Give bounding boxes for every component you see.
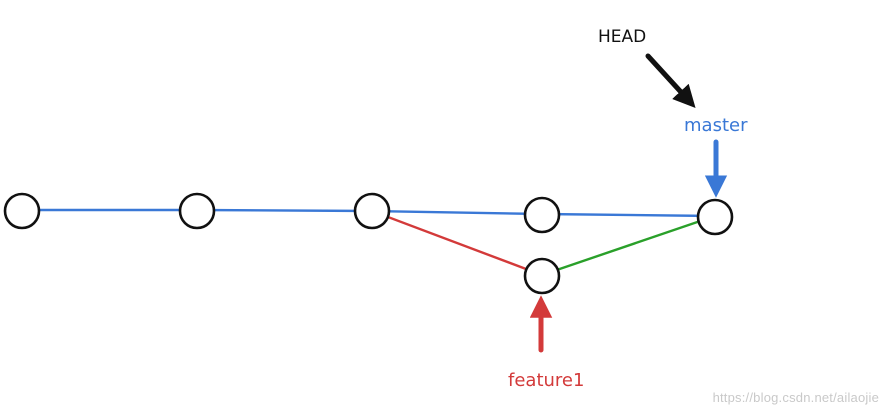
merge-line <box>540 214 717 277</box>
watermark: https://blog.csdn.net/ailaojie <box>712 390 879 405</box>
merge-commit-node <box>696 198 734 236</box>
head-arrow <box>645 53 696 108</box>
commit-node <box>3 192 41 230</box>
feature-commit-node <box>523 257 561 295</box>
commit-node <box>178 192 216 230</box>
commit-node <box>523 196 561 234</box>
feature-branch-line <box>370 209 544 277</box>
head-label: HEAD <box>598 27 646 47</box>
master-label: master <box>684 115 748 136</box>
commit-node <box>353 192 391 230</box>
feature-label: feature1 <box>508 370 584 391</box>
